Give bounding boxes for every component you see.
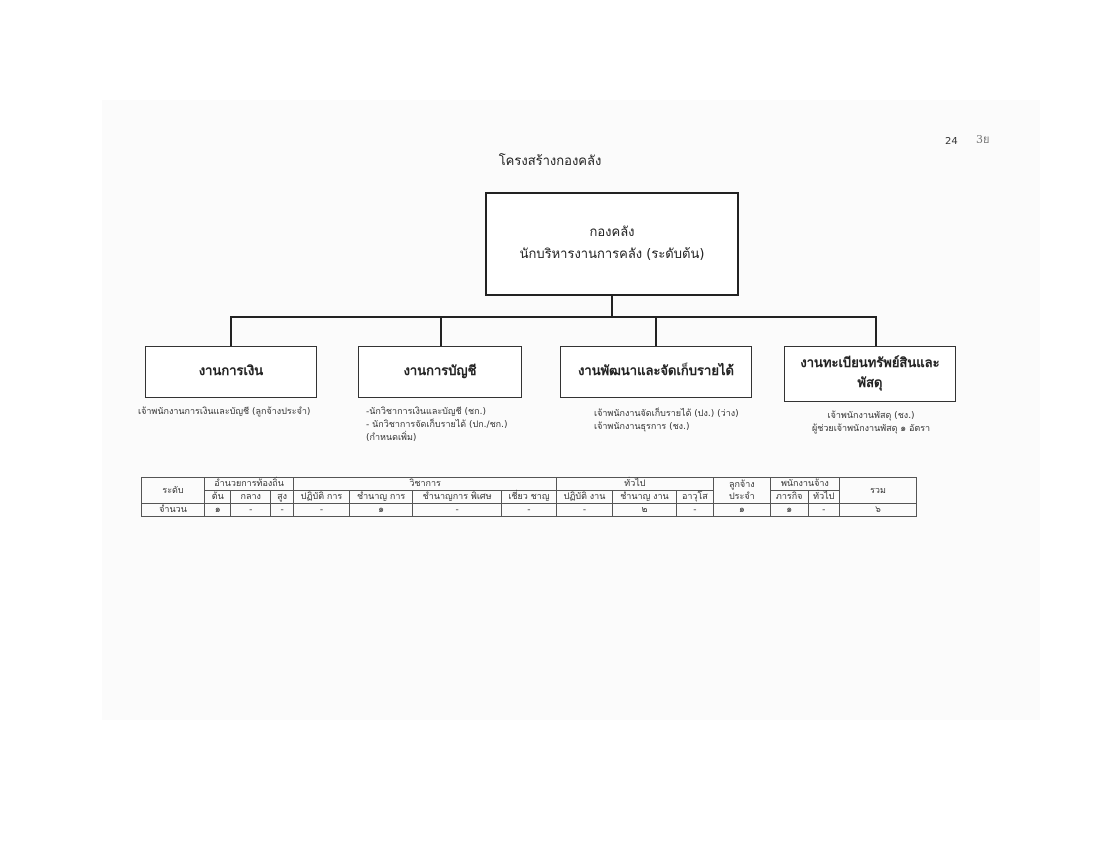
level-header: ระดับ xyxy=(141,477,205,504)
group-header-permanent-employee: ลูกจ้าง ประจำ xyxy=(712,477,771,504)
staff-summary-table: ระดับ อำนวยการท้องถิ่น วิชาการ ทั่วไป ลู… xyxy=(141,477,917,517)
staff-list-finance: เจ้าพนักงานการเงินและบัญชี (ลูกจ้างประจำ… xyxy=(138,406,310,419)
staff-line: (กำหนดเพิ่ม) xyxy=(366,433,417,443)
unit-box-revenue: งานพัฒนาและจัดเก็บรายได้ xyxy=(560,346,752,398)
count-cell: - xyxy=(230,503,272,517)
connector-unit-3 xyxy=(655,316,657,346)
group-header-academic: วิชาการ xyxy=(293,477,558,491)
staff-line: ผู้ช่วยเจ้าพนักงานพัสดุ ๑ อัตรา xyxy=(812,424,931,434)
subheader: ชำนาญการ พิเศษ xyxy=(412,490,502,504)
group-header-general: ทั่วไป xyxy=(556,477,714,491)
table-row: จำนวน ๑ - - - ๑ - - - ๒ - ๑ ๑ - ๖ xyxy=(141,503,917,517)
subheader: ต้น xyxy=(203,490,232,504)
subheader: อาวุโส xyxy=(675,490,714,504)
head-division-box: กองคลัง นักบริหารงานการคลัง (ระดับต้น) xyxy=(485,192,739,296)
handwritten-note: 3ย xyxy=(976,133,990,146)
connector-unit-2 xyxy=(440,316,442,346)
subheader: ภารกิจ xyxy=(769,490,809,504)
staff-list-accounting: -นักวิชาการเงินและบัญชี (ชก.) - นักวิชาก… xyxy=(366,406,508,445)
count-cell: - xyxy=(293,503,350,517)
count-label: จำนวน xyxy=(141,503,205,517)
unit-name: งานการเงิน xyxy=(198,364,264,379)
count-cell: ๑ xyxy=(203,503,232,517)
connector-unit-4 xyxy=(875,316,877,346)
staff-line: - นักวิชาการจัดเก็บรายได้ (ปก./ชก.) xyxy=(366,420,508,430)
unit-name: งานการบัญชี xyxy=(403,364,477,379)
unit-box-accounting: งานการบัญชี xyxy=(358,346,522,398)
count-cell: - xyxy=(675,503,714,517)
count-cell: ๒ xyxy=(611,503,677,517)
group-header-local-admin: อำนวยการท้องถิ่น xyxy=(203,477,295,491)
head-division-name: กองคลัง xyxy=(589,225,635,240)
subheader: ทั่วไป xyxy=(807,490,841,504)
staff-line: เจ้าพนักงานจัดเก็บรายได้ (ปง.) (ว่าง) xyxy=(594,409,739,419)
subheader: ชำนาญ งาน xyxy=(611,490,677,504)
subheader: กลาง xyxy=(230,490,272,504)
count-cell: - xyxy=(556,503,613,517)
count-cell: ๑ xyxy=(712,503,771,517)
unit-name: งานทะเบียนทรัพย์สินและพัสดุ xyxy=(800,356,940,391)
unit-name: งานพัฒนาและจัดเก็บรายได้ xyxy=(578,364,734,379)
connector-bus xyxy=(230,316,877,318)
count-cell: - xyxy=(500,503,558,517)
count-cell: ๖ xyxy=(839,503,917,517)
staff-list-revenue: เจ้าพนักงานจัดเก็บรายได้ (ปง.) (ว่าง) เจ… xyxy=(594,408,739,434)
count-cell: - xyxy=(807,503,841,517)
count-cell: - xyxy=(270,503,295,517)
count-cell: ๑ xyxy=(348,503,414,517)
page-title: โครงสร้างกองคลัง xyxy=(498,154,602,169)
staff-line: เจ้าพนักงานธุรการ (ชง.) xyxy=(594,422,690,432)
table-header-row: ระดับ อำนวยการท้องถิ่น วิชาการ ทั่วไป ลู… xyxy=(141,477,917,504)
staff-line: เจ้าพนักงานพัสดุ (ชง.) xyxy=(827,411,915,421)
unit-box-assets-supplies: งานทะเบียนทรัพย์สินและพัสดุ xyxy=(784,346,956,402)
subheader: เชี่ยว ชาญ xyxy=(500,490,558,504)
count-cell: - xyxy=(412,503,502,517)
connector-trunk xyxy=(611,296,613,318)
group-header-staff-employee: พนักงานจ้าง xyxy=(769,477,841,491)
staff-line: เจ้าพนักงานการเงินและบัญชี (ลูกจ้างประจำ… xyxy=(138,407,311,417)
unit-box-finance: งานการเงิน xyxy=(145,346,317,398)
head-division-position: นักบริหารงานการคลัง (ระดับต้น) xyxy=(519,247,705,262)
staff-list-assets-supplies: เจ้าพนักงานพัสดุ (ชง.) ผู้ช่วยเจ้าพนักงา… xyxy=(812,410,930,436)
connector-unit-1 xyxy=(230,316,232,346)
subheader: ปฏิบัติ การ xyxy=(293,490,350,504)
subheader: สูง xyxy=(270,490,295,504)
table-subheader-row: ต้น กลาง สูง ปฏิบัติ การ ชำนาญ การ ชำนาญ… xyxy=(142,490,917,504)
staff-line: -นักวิชาการเงินและบัญชี (ชก.) xyxy=(366,407,486,417)
group-header-total: รวม xyxy=(839,477,917,504)
count-cell: ๑ xyxy=(769,503,809,517)
subheader: ปฏิบัติ งาน xyxy=(556,490,613,504)
page-number: 24 xyxy=(945,136,958,147)
subheader: ชำนาญ การ xyxy=(348,490,414,504)
